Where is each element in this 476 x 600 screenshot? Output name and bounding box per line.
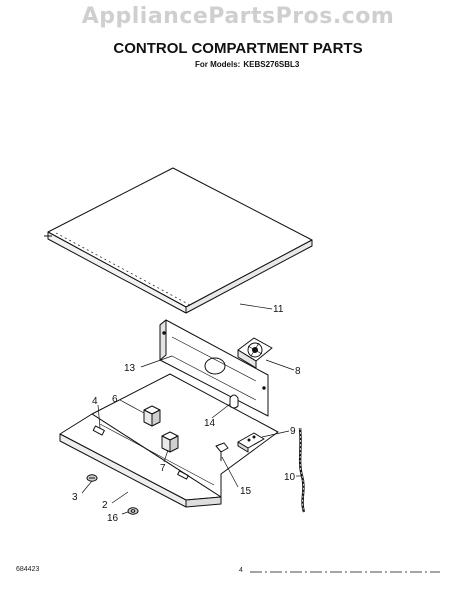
control-base-plate: [59, 373, 279, 508]
callout-8: 8: [295, 366, 301, 377]
part-9-terminal-block: [237, 432, 265, 453]
callout-9: 9: [290, 426, 296, 437]
part-14-clip: [229, 394, 239, 409]
leader-lines: [81, 303, 302, 515]
part-13-mounting-bracket: [159, 319, 269, 417]
callout-2: 2: [102, 500, 108, 511]
part-7-switch: [161, 431, 179, 453]
site-watermark: AppliancePartsPros.com: [81, 4, 395, 29]
diagram-code: 684423: [16, 566, 40, 573]
callout-11: 11: [273, 304, 284, 315]
page-title: CONTROL COMPARTMENT PARTS: [113, 40, 363, 57]
models-value: KEBS276SBL3: [243, 60, 300, 69]
callout-numbers: 11 8 13 6 4 14 9 7 10 15 3 2 16: [72, 304, 301, 524]
part-10-wire-harness: [298, 427, 306, 513]
callout-14: 14: [204, 418, 216, 429]
callout-16: 16: [107, 513, 119, 524]
callout-13: 13: [124, 363, 136, 374]
part-15-sensor: [215, 442, 229, 461]
part-11-cover-panel: [44, 167, 313, 314]
callout-7: 7: [160, 463, 166, 474]
callout-10: 10: [284, 472, 296, 483]
callout-3: 3: [72, 492, 78, 503]
callout-6: 6: [112, 394, 118, 405]
callout-15: 15: [240, 486, 252, 497]
part-6-relay: [143, 405, 161, 427]
models-label: For Models:: [195, 60, 241, 69]
page-number: 4: [239, 567, 243, 574]
part-16-nut: [127, 507, 139, 515]
part-3-screw: [86, 474, 98, 482]
part-8-fan: [237, 337, 273, 369]
callout-4: 4: [92, 396, 98, 407]
models-line: For Models:KEBS276SBL3: [195, 60, 302, 69]
